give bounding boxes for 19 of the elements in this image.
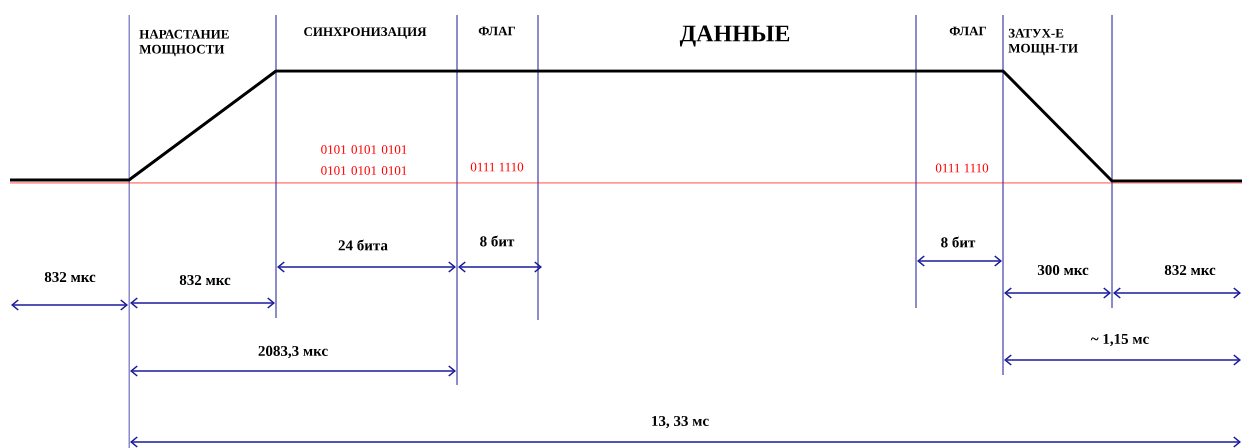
segment-heading: СИНХРОНИЗАЦИЯ (304, 27, 427, 39)
bit-pattern: 0111 1110 (935, 163, 989, 173)
bit-pattern: 0111 1110 (470, 162, 524, 172)
dimension-label: 832 мкс (44, 271, 96, 283)
dimension-label: 832 мкс (1164, 264, 1216, 276)
dimension-label: 8 бит (480, 235, 515, 247)
dimension-label: 2083,3 мкс (258, 345, 328, 359)
segment-heading: ЗАТУХ-Е МОЩН-ТИ (1008, 28, 1078, 56)
segment-heading: ДАННЫЕ (679, 25, 790, 47)
bit-pattern: 0101 0101 0101 0101 0101 0101 (321, 145, 407, 175)
dimension-label: ~ 1,15 мс (1090, 333, 1149, 347)
segment-heading: ФЛАГ (478, 26, 516, 36)
dimension-label: 300 мкс (1037, 264, 1089, 276)
dimension-label: 13, 33 мс (652, 415, 709, 429)
dimension-label: 832 мкс (179, 274, 231, 286)
segment-heading: НАРАСТАНИЕ МОЩНОСТИ (139, 29, 229, 57)
dimension-label: 8 бит (941, 236, 976, 248)
dimension-label: 24 бита (338, 239, 388, 251)
segment-heading: ФЛАГ (949, 26, 987, 36)
